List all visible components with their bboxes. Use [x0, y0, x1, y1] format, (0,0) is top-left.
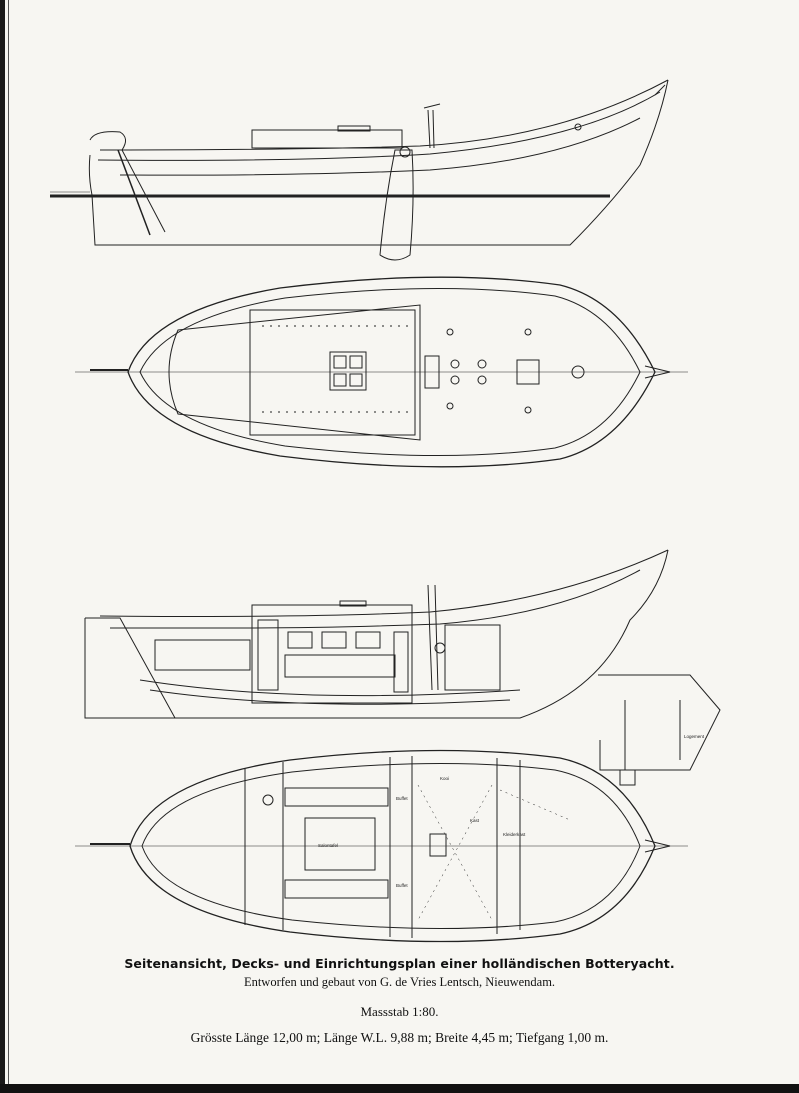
- label-section: Logement: [684, 734, 705, 739]
- page-spine-line: [8, 0, 9, 1093]
- interior-section: [84, 549, 721, 786]
- side-view: [50, 79, 669, 261]
- caption-title: Seitenansicht, Decks- und Einrichtungspl…: [124, 956, 675, 971]
- accommodation-plan: [75, 749, 688, 943]
- page-bottom-edge: [0, 1084, 799, 1093]
- label-kast: Kast: [470, 818, 480, 823]
- label-kooi: Kooi: [440, 776, 449, 781]
- label-buffet-top: Buffet: [396, 796, 408, 801]
- caption-builder: Entworfen und gebaut von G. de Vries Len…: [243, 975, 556, 989]
- page-spine-shadow: [0, 0, 5, 1093]
- technical-drawing: Salontafel Buffet Buffet Kleiderkast Kas…: [50, 79, 721, 943]
- caption-dimensions: Grösste Länge 12,00 m; Länge W.L. 9,88 m…: [190, 1030, 609, 1045]
- deck-plan: [75, 276, 688, 468]
- caption-scale: Massstab 1:80.: [360, 1004, 439, 1019]
- label-salontafel: Salontafel: [318, 843, 338, 848]
- label-kleiderkast: Kleiderkast: [503, 832, 526, 837]
- label-buffet-bottom: Buffet: [396, 883, 408, 888]
